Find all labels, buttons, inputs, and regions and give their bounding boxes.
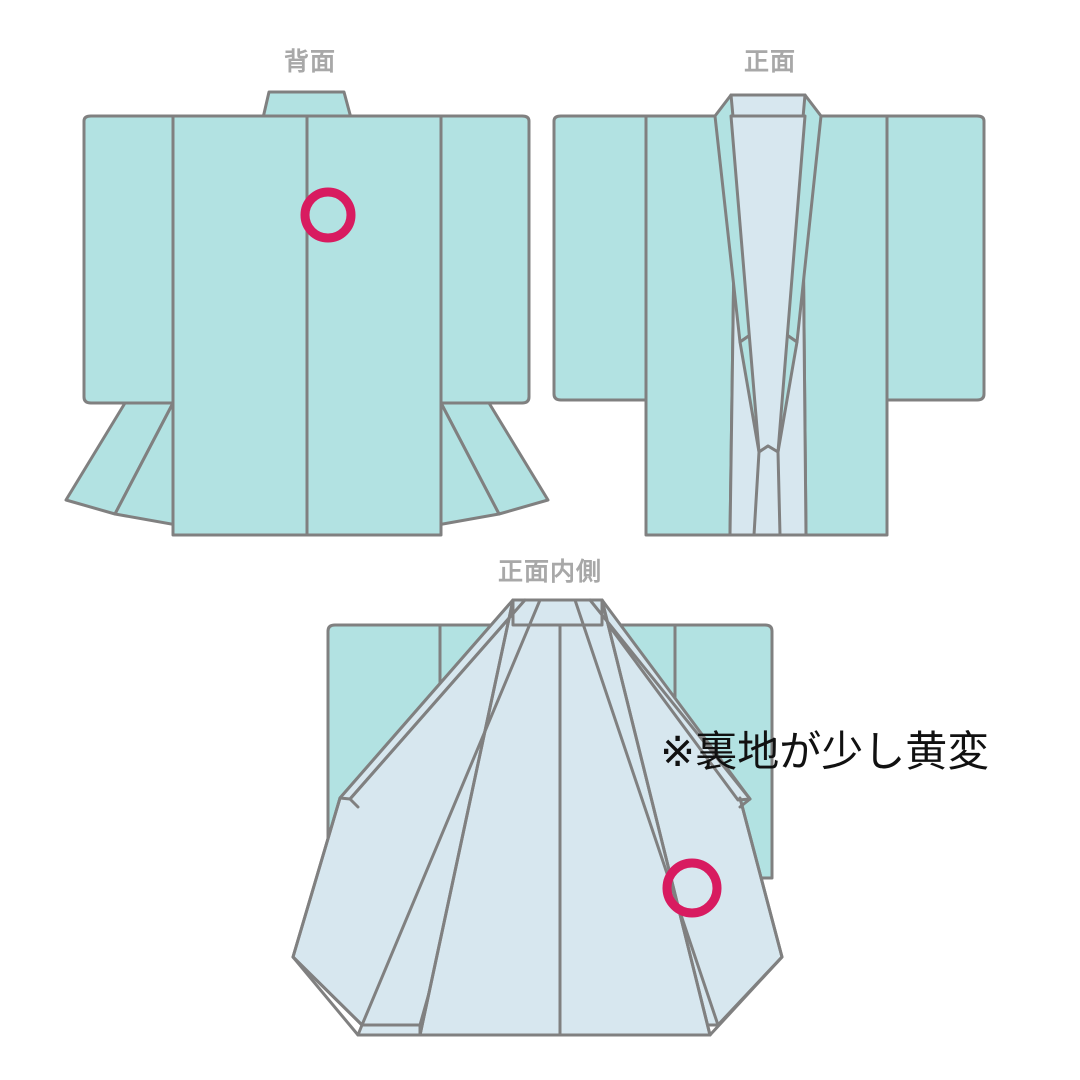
front-right-sleeve xyxy=(885,114,986,402)
kimono-figure-back xyxy=(60,80,560,550)
view-caption-inner: 正面内側 xyxy=(497,558,602,586)
front-center-lining-strip xyxy=(752,444,782,537)
back-left-sleeve xyxy=(82,114,175,405)
back-right-sleeve xyxy=(439,114,531,405)
kimono-figure-front-inside xyxy=(270,585,810,1065)
back-body-panel-left xyxy=(171,114,309,537)
lining-condition-note: ※裏地が少し黄変 xyxy=(660,727,990,776)
kimono-figure-front xyxy=(540,80,1040,550)
view-caption-front: 正面 xyxy=(743,48,796,76)
inner-bottom-hem xyxy=(291,955,784,1037)
inner-left-collar-seam xyxy=(348,598,527,809)
back-body-panel-right xyxy=(305,114,443,537)
front-left-sleeve xyxy=(552,114,648,402)
inner-right-inner-seam xyxy=(600,598,712,1037)
inner-neck-band xyxy=(511,598,604,627)
view-caption-back: 背面 xyxy=(283,48,336,76)
inner-right-front-edge xyxy=(573,598,720,1027)
condition-marker-circle-icon xyxy=(662,858,722,918)
front-neck-lining-band xyxy=(729,93,807,118)
back-collar-piece xyxy=(261,90,353,120)
inner-left-front-edge xyxy=(360,598,542,1027)
inner-right-collar-seam xyxy=(588,598,752,809)
condition-marker-circle-icon xyxy=(300,187,356,243)
inner-left-inner-seam xyxy=(418,598,515,1037)
